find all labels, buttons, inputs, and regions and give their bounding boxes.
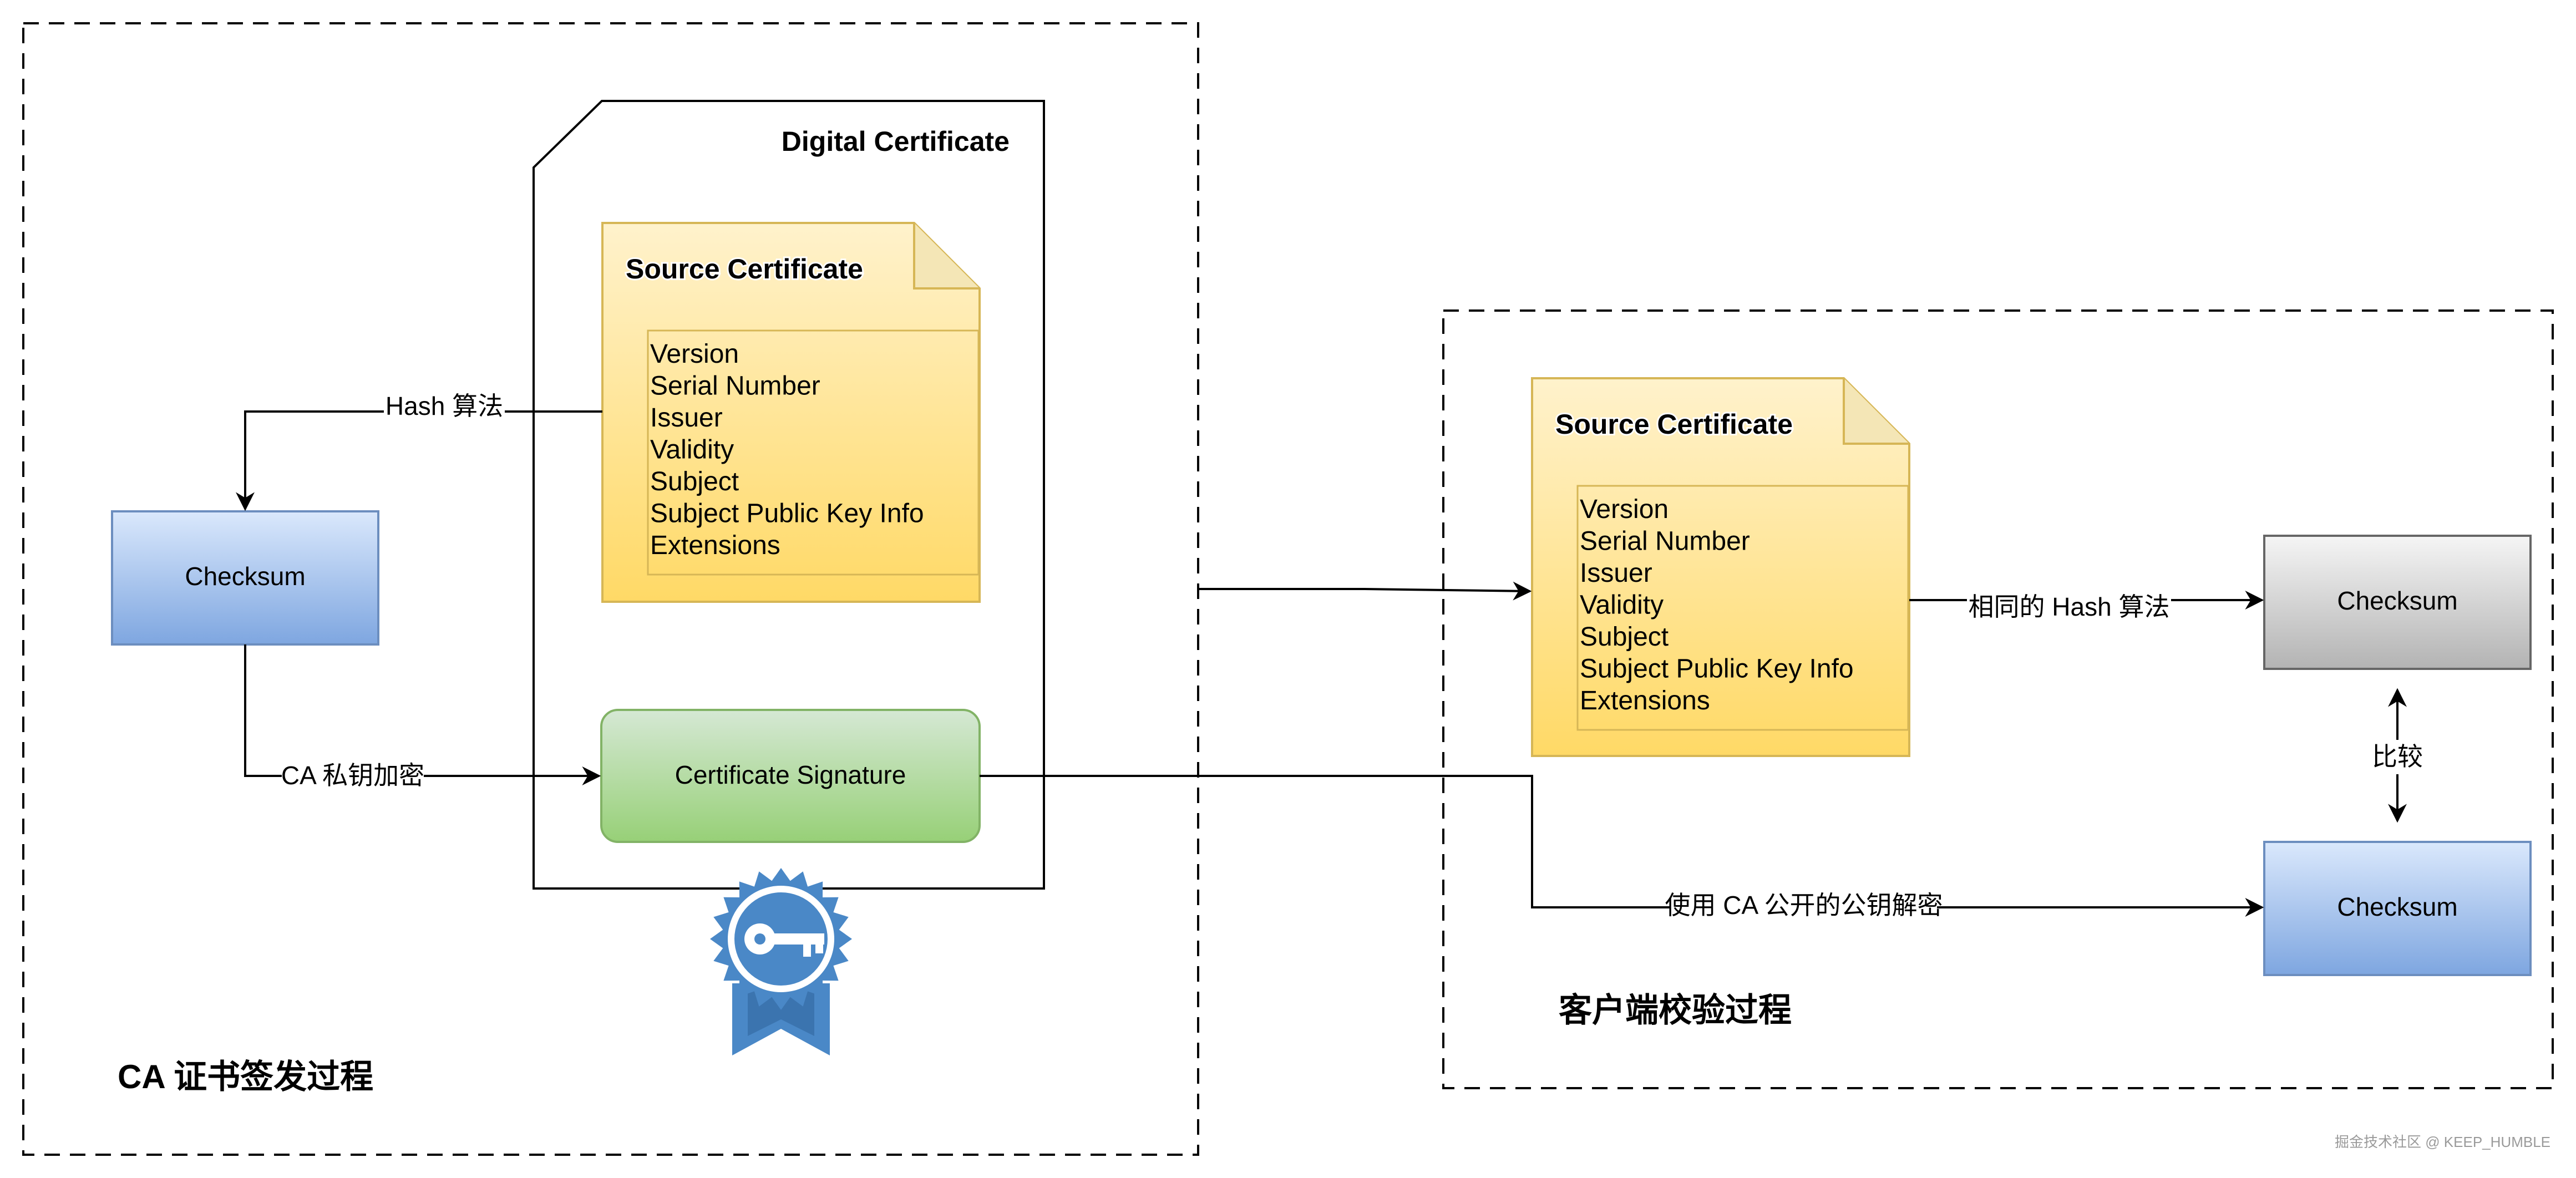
checksum-left-label: Checksum (185, 562, 305, 591)
edge-decrypt-with-public-key-label: 使用 CA 公开的公钥解密 (1665, 891, 1943, 920)
edge-decrypt-with-public-key (980, 775, 2264, 917)
certificate-field: Version (1580, 495, 1669, 524)
edge-compare-label: 比较 (2372, 742, 2423, 771)
certificate-field: Validity (1580, 591, 1664, 620)
watermark-text: 掘金技术社区 @ KEEP_HUMBLE (2335, 1134, 2550, 1150)
edge-same-hash-algorithm-label: 相同的 Hash 算法 (1969, 592, 2170, 621)
edge-ca-private-key-encrypt-label: CA 私钥加密 (281, 761, 424, 790)
source-certificate-left-fields-box (647, 329, 980, 576)
certificate-signature-node[interactable]: Certificate Signature (600, 709, 981, 843)
certificate-field: Extensions (1580, 686, 1710, 715)
certificate-field: Issuer (1580, 558, 1652, 588)
certificate-field: Validity (650, 435, 734, 465)
certificate-field: Serial Number (650, 372, 820, 401)
checksum-blue-right-node[interactable]: Checksum (2263, 841, 2532, 976)
source-certificate-right-title: Source Certificate (1555, 409, 1793, 440)
edge-ca-private-key-encrypt (244, 644, 601, 785)
certificate-field: Version (650, 339, 739, 369)
edge-hash-algorithm-label: Hash 算法 (386, 392, 503, 420)
certificate-field: Subject (650, 467, 739, 496)
checksum-gray-node[interactable]: Checksum (2263, 535, 2532, 670)
edge-certificate-transfer (1198, 581, 1532, 601)
checksum-left-node[interactable]: Checksum (111, 510, 379, 646)
certificate-field: Issuer (650, 403, 723, 433)
certificate-field: Subject Public Key Info (1580, 654, 1854, 684)
source-certificate-left-title: Source Certificate (626, 253, 863, 285)
checksum-gray-label: Checksum (2337, 586, 2457, 615)
source-certificate-right-fields-box (1576, 485, 1909, 731)
certificate-field: Serial Number (1580, 527, 1750, 556)
digital-certificate-title: Digital Certificate (782, 126, 1010, 157)
certificate-key-badge-icon (710, 868, 852, 1055)
client-region-title: 客户端校验过程 (1559, 992, 1792, 1029)
certificate-signature-label: Certificate Signature (675, 760, 906, 789)
checksum-blue-right-label: Checksum (2337, 892, 2457, 921)
certificate-field: Subject (1580, 622, 1669, 652)
certificate-field: Extensions (650, 531, 780, 560)
issuing-region-title: CA 证书签发过程 (118, 1058, 373, 1095)
certificate-field: Subject Public Key Info (650, 499, 924, 529)
